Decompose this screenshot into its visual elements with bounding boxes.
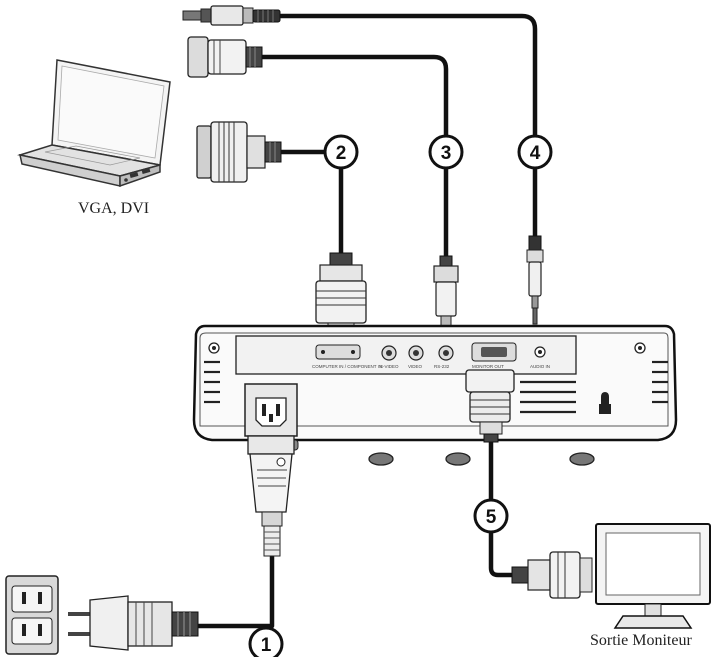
cable-number-3: 3 [441, 143, 452, 164]
power-cord-plug [247, 435, 295, 557]
port-label-svideo: S-VIDEO [380, 364, 399, 369]
power-cable-wire [193, 552, 275, 629]
cable-badge-5: 5 [473, 498, 509, 534]
cable-badge-3: 3 [428, 134, 464, 170]
svideo-cable-wire [259, 54, 449, 265]
projector-illustration: COMPUTER IN / COMPONENT IN S-VIDEO VIDEO… [192, 324, 678, 466]
monitor-caption: Sortie Moniteur [590, 632, 692, 649]
audio-plug-projector [526, 235, 544, 325]
port-label-rs232: RS-232 [434, 364, 450, 369]
vga-cable-wire [277, 149, 344, 265]
monitor-cable-wire [488, 437, 519, 578]
computer-in-port [315, 344, 361, 360]
port-label-monitor-out: MONITOR OUT [472, 364, 504, 369]
wall-outlet [5, 575, 59, 655]
projector-foot-right [569, 452, 595, 466]
port-label-audio-in: AUDIO IN [530, 364, 550, 369]
vga-plug-laptop [196, 121, 282, 183]
audio-cable-wire [277, 13, 538, 241]
projector-foot-mid [445, 452, 471, 466]
cable-number-4: 4 [530, 143, 541, 164]
cable-badge-2: 2 [323, 134, 359, 170]
cable-number-5: 5 [486, 507, 497, 528]
external-monitor [595, 523, 711, 629]
lock-icon [599, 392, 611, 414]
laptop-caption: VGA, DVI [78, 200, 150, 217]
projector-foot-left [368, 452, 394, 466]
cable-number-2: 2 [336, 143, 347, 164]
port-label-video: VIDEO [408, 364, 423, 369]
cable-number-1: 1 [261, 635, 272, 656]
wall-plug [68, 595, 199, 651]
vga-plug-monitor-out [465, 369, 515, 443]
monitor-vga-plug [511, 551, 593, 599]
cable-badge-1: 1 [248, 626, 284, 662]
audio-plug-top [182, 5, 281, 26]
port-label-computer-in: COMPUTER IN / COMPONENT IN [312, 364, 382, 369]
svideo-plug-projector [433, 255, 459, 329]
laptop-illustration [17, 59, 171, 188]
cable-badge-4: 4 [517, 134, 553, 170]
svideo-plug-top [187, 36, 263, 78]
vga-plug-projector [315, 252, 367, 334]
